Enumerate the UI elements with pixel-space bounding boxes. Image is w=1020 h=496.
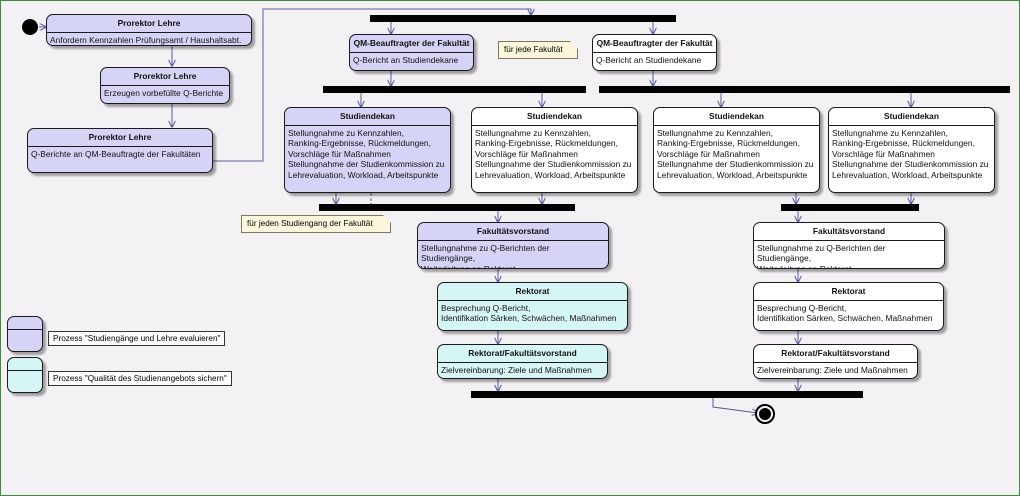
node-body: Stellungnahme zu Kennzahlen, Ranking-Erg… bbox=[475, 127, 632, 180]
join-bar-bottom bbox=[471, 391, 863, 398]
node-prorektor-lehre-2: Prorektor Lehre Erzeugen vorbefüllte Q-B… bbox=[100, 67, 230, 104]
fork-bar-right bbox=[599, 86, 1010, 93]
node-title: Prorektor Lehre bbox=[101, 68, 229, 86]
node-fakultaetsvorstand-1: Fakultätsvorstand Stellungnahme zu Q-Ber… bbox=[417, 222, 609, 269]
node-title: Studiendekan bbox=[472, 108, 637, 126]
node-body: Stellungnahme zu Kennzahlen, Ranking-Erg… bbox=[832, 127, 989, 180]
node-title: QM-Beauftragter der Fakultät bbox=[593, 35, 716, 53]
node-body: Besprechung Q-Bericht, Identifikation Sä… bbox=[757, 302, 933, 324]
initial-node bbox=[22, 19, 38, 35]
node-body: Zielvereinbarung: Ziele und Maßnahmen bbox=[757, 364, 908, 375]
node-qm-beauftragter-2: QM-Beauftragter der Fakultät Q-Bericht a… bbox=[592, 34, 717, 71]
join-bar-right bbox=[781, 204, 919, 211]
note-per-faculty: für jede Fakultät bbox=[498, 41, 578, 59]
node-title: Prorektor Lehre bbox=[47, 15, 251, 33]
legend-swatch-quality bbox=[7, 357, 43, 393]
node-title: Studiendekan bbox=[285, 108, 450, 126]
fork-bar-left bbox=[323, 86, 586, 93]
node-qm-beauftragter-1: QM-Beauftragter der Fakultät Q-Bericht a… bbox=[349, 34, 474, 71]
note-per-program: für jeden Studiengang der Fakultät bbox=[241, 215, 391, 233]
legend-label-quality: Prozess "Qualität des Studienangebots si… bbox=[48, 371, 232, 386]
node-body: Erzeugen vorbefüllte Q-Berichte bbox=[104, 87, 224, 98]
node-body: Q-Bericht an Studiendekane bbox=[596, 54, 702, 65]
node-rektorat-fakultaetsvorstand-1: Rektorat/Fakultätsvorstand Zielvereinbar… bbox=[437, 344, 608, 379]
node-title: Rektorat/Fakultätsvorstand bbox=[438, 345, 607, 363]
node-prorektor-lehre-1: Prorektor Lehre Anfordern Kennzahlen Prü… bbox=[46, 14, 252, 46]
fork-bar-top bbox=[370, 15, 676, 22]
node-rektorat-2: Rektorat Besprechung Q-Bericht, Identifi… bbox=[753, 282, 944, 331]
node-rektorat-1: Rektorat Besprechung Q-Bericht, Identifi… bbox=[437, 282, 628, 331]
legend-swatch-evaluate bbox=[7, 316, 43, 352]
node-studiendekan-3: Studiendekan Stellungnahme zu Kennzahlen… bbox=[653, 107, 820, 193]
node-body: Zielvereinbarung: Ziele und Maßnahmen bbox=[441, 364, 592, 375]
node-fakultaetsvorstand-2: Fakultätsvorstand Stellungnahme zu Q-Ber… bbox=[753, 222, 945, 269]
node-body: Stellungnahme zu Q-Berichten der Studien… bbox=[757, 242, 886, 269]
node-prorektor-lehre-3: Prorektor Lehre Q-Berichte an QM-Beauftr… bbox=[27, 128, 213, 173]
node-body: Stellungnahme zu Q-Berichten der Studien… bbox=[421, 242, 550, 269]
node-title: Fakultätsvorstand bbox=[754, 223, 944, 241]
node-title: Studiendekan bbox=[654, 108, 819, 126]
node-title: Studiendekan bbox=[829, 108, 994, 126]
node-studiendekan-1: Studiendekan Stellungnahme zu Kennzahlen… bbox=[284, 107, 451, 193]
node-body: Stellungnahme zu Kennzahlen, Ranking-Erg… bbox=[288, 127, 445, 180]
legend-label-evaluate: Prozess "Studiengänge und Lehre evaluier… bbox=[48, 331, 226, 346]
node-body: Anfordern Kennzahlen Prüfungsamt / Haush… bbox=[50, 34, 242, 45]
node-studiendekan-4: Studiendekan Stellungnahme zu Kennzahlen… bbox=[828, 107, 995, 193]
node-title: Rektorat/Fakultätsvorstand bbox=[754, 345, 917, 363]
node-body: Besprechung Q-Bericht, Identifikation Sä… bbox=[441, 302, 617, 324]
node-rektorat-fakultaetsvorstand-2: Rektorat/Fakultätsvorstand Zielvereinbar… bbox=[753, 344, 918, 379]
node-title: QM-Beauftragter der Fakultät bbox=[350, 35, 473, 53]
node-title: Prorektor Lehre bbox=[28, 129, 212, 147]
final-node bbox=[755, 404, 775, 424]
join-bar-left bbox=[319, 204, 575, 211]
node-title: Rektorat bbox=[438, 283, 627, 301]
node-body: Stellungnahme zu Kennzahlen, Ranking-Erg… bbox=[657, 127, 814, 180]
node-body: Q-Bericht an Studiendekane bbox=[353, 54, 459, 65]
node-title: Fakultätsvorstand bbox=[418, 223, 608, 241]
node-body: Q-Berichte an QM-Beauftragte der Fakultä… bbox=[31, 148, 201, 159]
node-studiendekan-2: Studiendekan Stellungnahme zu Kennzahlen… bbox=[471, 107, 638, 193]
node-title: Rektorat bbox=[754, 283, 943, 301]
